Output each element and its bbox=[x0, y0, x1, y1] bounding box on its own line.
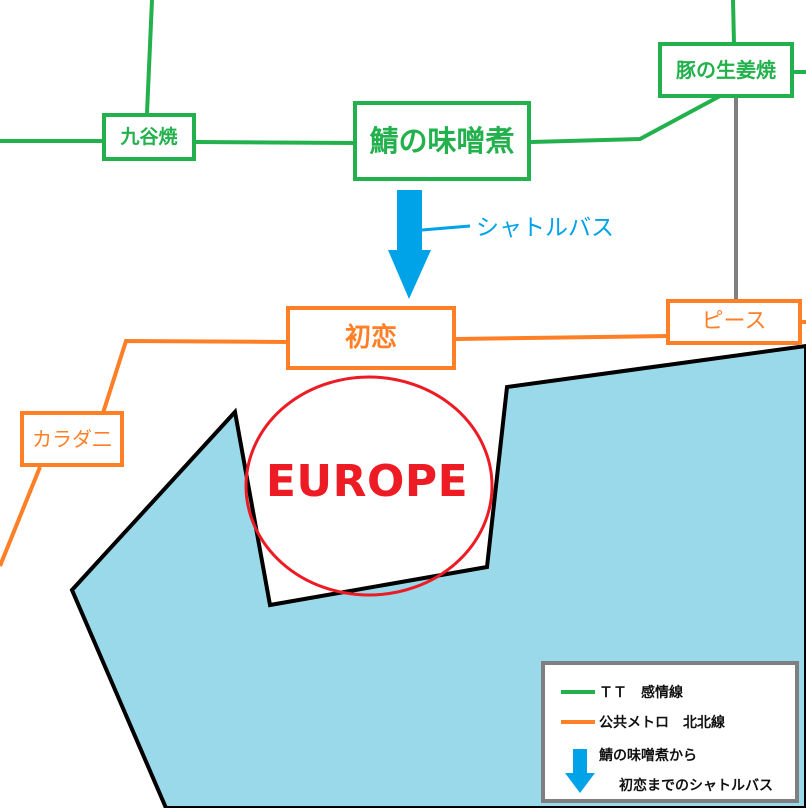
legend-tt-line-label: ＴＴ 感情線 bbox=[599, 685, 683, 701]
station-hatsukoi[interactable]: 初恋 bbox=[286, 306, 456, 370]
station-peace[interactable]: ピース bbox=[666, 299, 802, 345]
legend-tt-line-swatch bbox=[561, 690, 595, 694]
shuttle-bus-label: シャトルバス bbox=[476, 215, 614, 241]
europe-label: EUROPE bbox=[265, 456, 469, 507]
map-legend: ＴＴ 感情線 公共メトロ 北北線 鯖の味噌煮から 初恋までのシャトルバス bbox=[541, 661, 799, 803]
legend-shuttle-label-line2: 初恋までのシャトルバス bbox=[619, 778, 773, 794]
metro-line bbox=[0, 320, 806, 567]
station-kutani[interactable]: 九谷焼 bbox=[102, 113, 196, 161]
europe-circle bbox=[244, 375, 494, 597]
shuttle-pointer-line bbox=[421, 224, 471, 232]
tt-line bbox=[0, 0, 806, 145]
legend-metro-line-label: 公共メトロ 北北線 bbox=[599, 715, 725, 731]
station-saba-no-misoni[interactable]: 鯖の味噌煮 bbox=[353, 101, 531, 181]
legend-shuttle-label-line1: 鯖の味噌煮から bbox=[599, 748, 697, 764]
station-karadani[interactable]: カラダ二 bbox=[20, 411, 124, 467]
legend-down-arrow-icon bbox=[565, 749, 595, 793]
legend-metro-line-swatch bbox=[561, 720, 595, 724]
station-buta-no-shogayaki[interactable]: 豚の生姜焼 bbox=[658, 42, 794, 98]
shuttle-arrow-icon bbox=[388, 190, 431, 299]
